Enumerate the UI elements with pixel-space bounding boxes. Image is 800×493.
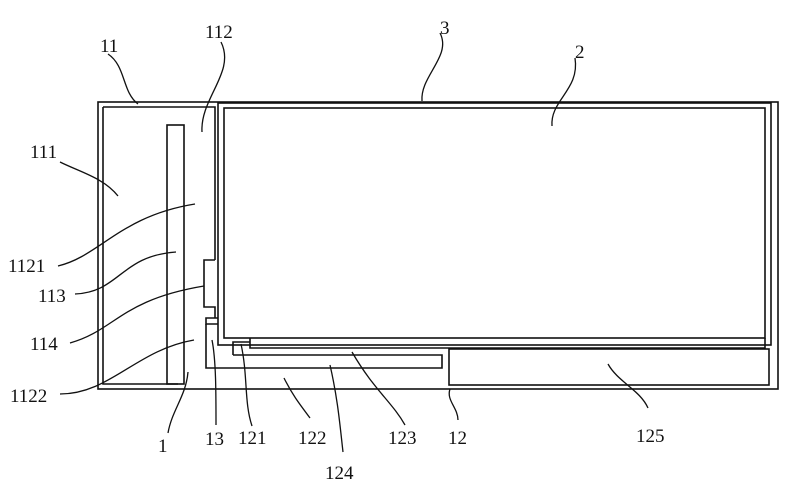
label-1: 1 [158, 436, 168, 457]
leader-12 [449, 389, 458, 420]
notch-13 [206, 318, 218, 324]
label-2: 2 [575, 42, 585, 63]
label-1122: 1122 [10, 386, 47, 407]
outer-frame [98, 102, 778, 389]
label-12: 12 [448, 428, 467, 449]
label-114: 114 [30, 334, 58, 355]
left-panel-top-edge [103, 107, 215, 260]
leader-13 [212, 340, 216, 425]
leader-113 [75, 252, 176, 294]
label-125: 125 [636, 426, 665, 447]
label-13: 13 [205, 429, 224, 450]
leader-1122 [60, 340, 194, 394]
strip-123 [250, 338, 765, 348]
leader-3 [422, 33, 443, 101]
notch-114 [204, 260, 215, 318]
label-112: 112 [205, 22, 233, 43]
leader-112 [202, 42, 225, 132]
strip-125 [449, 349, 769, 385]
plate-2-outer [218, 103, 771, 345]
leader-122 [284, 378, 310, 418]
label-121: 121 [238, 428, 267, 449]
label-11: 11 [100, 36, 118, 57]
leader-111 [60, 162, 118, 196]
label-113: 113 [38, 286, 66, 307]
leader-11 [108, 54, 138, 104]
leader-2 [552, 58, 576, 126]
leader-125 [608, 364, 648, 408]
label-124: 124 [325, 463, 354, 484]
label-123: 123 [388, 428, 417, 449]
label-3: 3 [440, 18, 450, 39]
label-111: 111 [30, 142, 57, 163]
leader-1 [168, 372, 188, 433]
plate-2-inner [224, 108, 765, 338]
label-122: 122 [298, 428, 327, 449]
leader-121 [241, 344, 252, 426]
label-1121: 1121 [8, 256, 45, 277]
leader-1121 [58, 204, 195, 266]
leader-124 [330, 365, 343, 452]
